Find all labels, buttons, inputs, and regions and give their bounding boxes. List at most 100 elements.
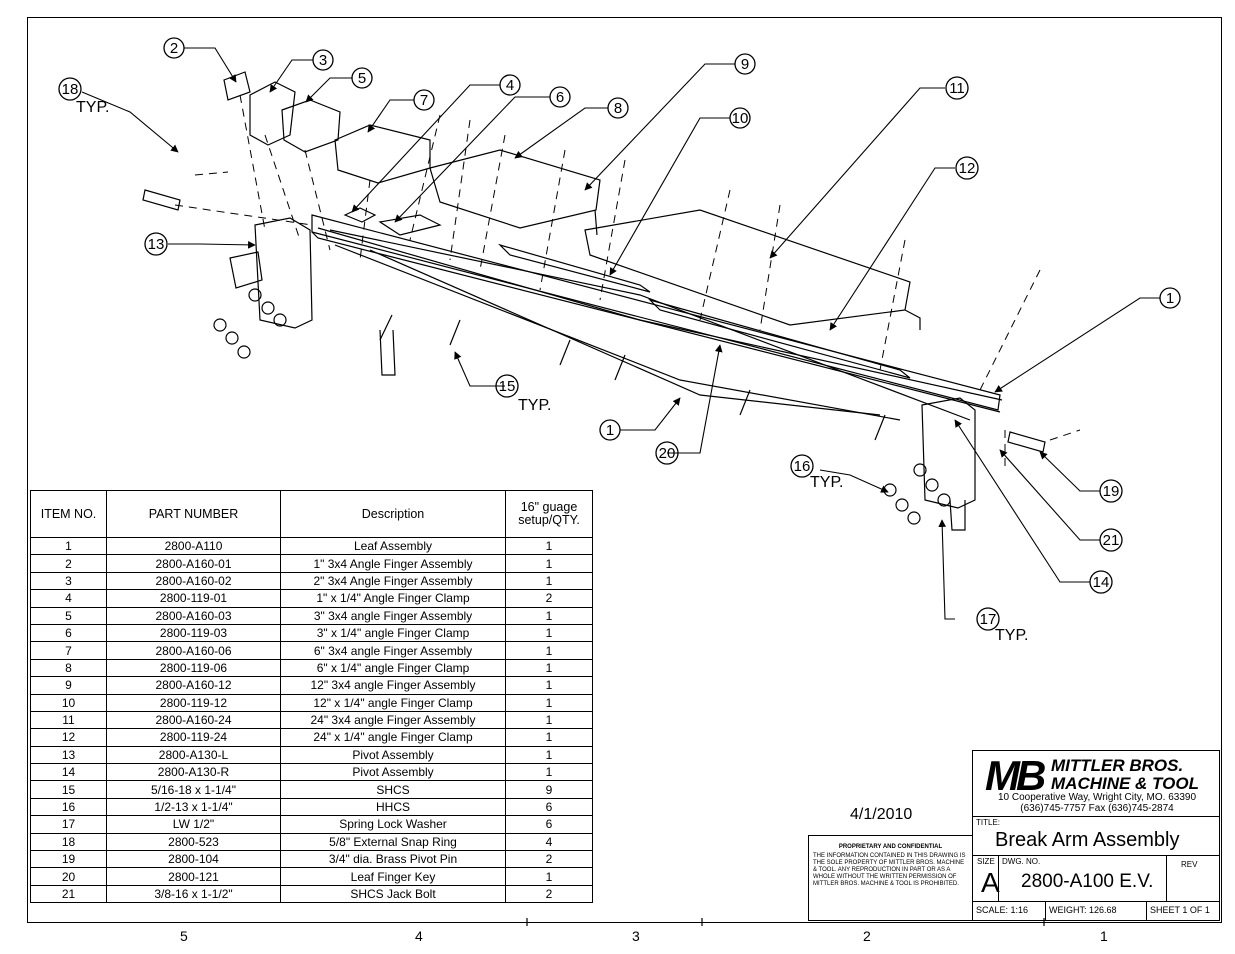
- zone-label-5: 5: [180, 928, 188, 944]
- title-label: TITLE:: [976, 818, 1001, 827]
- bom-description: Pivot Assembly: [280, 763, 506, 782]
- bom-part-number: 2800-523: [106, 832, 281, 852]
- bom-qty: 1: [505, 658, 593, 678]
- size-value: A: [981, 867, 1000, 898]
- balloon-5: 5: [358, 70, 366, 87]
- logo-mark: MB: [985, 752, 1046, 799]
- bom-part-number: 2800-119-06: [106, 658, 281, 678]
- pivot-pin-left: [142, 189, 181, 211]
- bom-item-no: 18: [30, 832, 107, 852]
- zone-label-1: 1: [1100, 928, 1108, 944]
- bom-description: HHCS: [280, 797, 506, 817]
- company-name-line1: MITTLER BROS.: [1051, 756, 1184, 775]
- address-line1: 10 Cooperative Way, Wright City, MO. 633…: [997, 792, 1197, 803]
- typ-15: TYP.: [518, 397, 552, 414]
- bom-item-no: 10: [30, 693, 107, 712]
- dwg-no-label: DWG. NO.: [1002, 857, 1041, 866]
- bom-item-no: 16: [30, 797, 107, 817]
- company-logo: MB MITTLER BROS. MACHINE & TOOL: [977, 753, 1217, 799]
- bom-part-number: 2800-A160-24: [106, 710, 281, 730]
- finger-11: [584, 209, 911, 326]
- finger-3: [249, 81, 296, 146]
- bom-item-no: 19: [30, 850, 107, 869]
- bom-item-no: 21: [30, 884, 107, 904]
- balloon-15: 15: [499, 378, 516, 395]
- bom-description: Spring Lock Washer: [280, 815, 506, 834]
- bom-description: 2" 3x4 Angle Finger Assembly: [280, 571, 506, 591]
- bom-part-number: 2800-A110: [106, 536, 281, 556]
- bom-item-no: 9: [30, 676, 107, 695]
- bom-item-no: 4: [30, 589, 107, 608]
- bom-description: 12" x 1/4" angle Finger Clamp: [280, 693, 506, 712]
- balloon-16: 16: [794, 458, 811, 475]
- bom-item-no: 12: [30, 728, 107, 747]
- bom-item-no: 2: [30, 554, 107, 573]
- bom-description: 6" 3x4 angle Finger Assembly: [280, 641, 506, 660]
- bom-item-no: 17: [30, 815, 107, 834]
- bom-description: Pivot Assembly: [280, 745, 506, 765]
- clamp-4: [343, 207, 377, 223]
- dwg-no-value: 2800-A100 E.V.: [1021, 871, 1154, 892]
- balloon-1-bottom: 1: [606, 422, 614, 439]
- bom-qty: 2: [505, 884, 593, 904]
- finger-9: [429, 149, 601, 229]
- bill-of-materials-table: ITEM NO. PART NUMBER Description 16" gua…: [30, 490, 593, 904]
- bom-header-row: ITEM NO. PART NUMBER Description 16" gua…: [30, 490, 593, 538]
- bom-description: SHCS: [280, 780, 506, 799]
- typ-17: TYP.: [995, 627, 1029, 644]
- bom-part-number: 2800-121: [106, 867, 281, 886]
- bom-item-no: 20: [30, 867, 107, 886]
- bom-description: 1" x 1/4" Angle Finger Clamp: [280, 589, 506, 608]
- size-label: SIZE: [977, 857, 995, 866]
- bom-description: 3" 3x4 angle Finger Assembly: [280, 606, 506, 625]
- bom-description: 24" 3x4 angle Finger Assembly: [280, 710, 506, 730]
- typ-18: TYP.: [76, 99, 110, 116]
- bom-description: 1" 3x4 Angle Finger Assembly: [280, 554, 506, 573]
- bom-item-no: 3: [30, 571, 107, 591]
- bom-qty: 1: [505, 676, 593, 695]
- finger-7: [334, 124, 431, 184]
- finger-2: [223, 71, 251, 101]
- balloon-3: 3: [319, 52, 327, 69]
- balloon-7: 7: [420, 92, 428, 109]
- bom-description: Leaf Finger Key: [280, 867, 506, 886]
- bom-description: 12" 3x4 angle Finger Assembly: [280, 676, 506, 695]
- bom-qty: 1: [505, 536, 593, 556]
- bom-description: 3/4" dia. Brass Pivot Pin: [280, 850, 506, 869]
- bom-part-number: 3/8-16 x 1-1/2": [106, 884, 281, 904]
- bom-description: SHCS Jack Bolt: [280, 884, 506, 904]
- bom-header-qty: 16" guage setup/QTY.: [505, 490, 593, 538]
- clamp-12: [647, 298, 911, 379]
- weight-field: WEIGHT: 126.68: [1049, 905, 1117, 915]
- bom-description: 6" x 1/4" angle Finger Clamp: [280, 658, 506, 678]
- bom-qty: 1: [505, 554, 593, 573]
- bom-part-number: 2800-A130-R: [106, 763, 281, 782]
- balloon-21: 21: [1103, 532, 1120, 549]
- bom-part-number: 5/16-18 x 1-1/4": [106, 780, 281, 799]
- bom-qty: 9: [505, 780, 593, 799]
- balloon-12: 12: [959, 160, 976, 177]
- sheet-field: SHEET 1 OF 1: [1150, 905, 1210, 915]
- bom-description: Leaf Assembly: [280, 536, 506, 556]
- zone-label-4: 4: [415, 928, 423, 944]
- company-name-line2: MACHINE & TOOL: [1051, 774, 1199, 793]
- company-address: 10 Cooperative Way, Wright City, MO. 633…: [977, 792, 1217, 814]
- bom-qty: 1: [505, 606, 593, 625]
- bom-qty: 2: [505, 850, 593, 869]
- balloon-9: 9: [741, 56, 749, 73]
- clamp-10: [497, 243, 651, 293]
- balloon-2: 2: [170, 40, 178, 57]
- bom-qty: 1: [505, 710, 593, 730]
- balloon-19: 19: [1103, 483, 1120, 500]
- bom-qty: 6: [505, 797, 593, 817]
